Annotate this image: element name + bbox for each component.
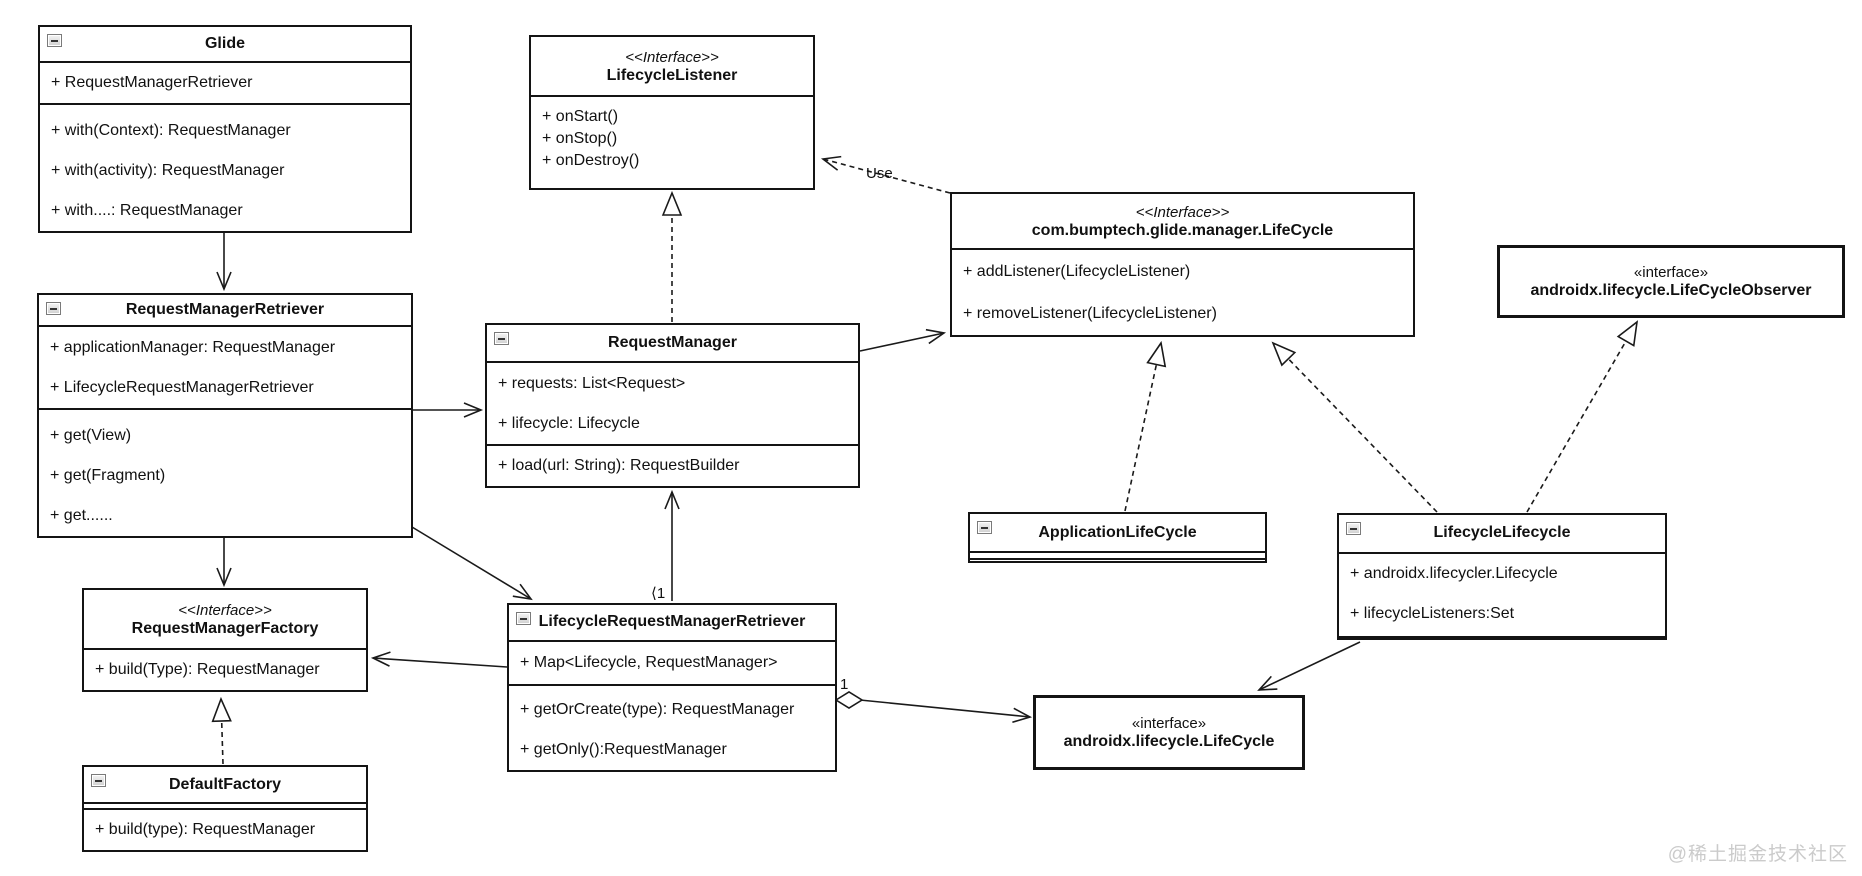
stereotype: «interface» — [1131, 715, 1207, 732]
use-label: Use — [866, 165, 893, 182]
edge-lifecycleretriever-to-factory — [370, 651, 508, 668]
edge-defaultfactory-realizes-factory — [221, 699, 223, 765]
method: + onDestroy() — [542, 152, 640, 169]
class-lifecyclerequestmanagerretriever[interactable]: LifecycleRequestManagerRetriever + Map<L… — [507, 603, 837, 772]
collapse-icon[interactable] — [977, 521, 992, 534]
collapse-icon[interactable] — [46, 302, 61, 315]
method: + get(Fragment) — [50, 467, 166, 484]
class-title: androidx.lifecycle.LifeCycle — [1063, 733, 1275, 750]
attribute: + lifecycleListeners:Set — [1350, 604, 1515, 622]
class-lifecyclelifecycle[interactable]: LifecycleLifecycle + androidx.lifecycler… — [1337, 513, 1667, 640]
edge-lifecyclelifecycle-realizes-observer — [1526, 322, 1637, 513]
method: + get(View) — [50, 427, 132, 444]
edge-lifecyclelifecycle-to-androidxlifecycle — [1257, 641, 1361, 691]
class-title: RequestManagerFactory — [131, 619, 319, 637]
interface-requestmanagerfactory[interactable]: <<Interface>> RequestManagerFactory + bu… — [82, 588, 368, 692]
method: + get...... — [50, 507, 113, 524]
collapse-icon[interactable] — [516, 612, 531, 625]
attribute: + LifecycleRequestManagerRetriever — [50, 379, 314, 396]
attribute: + applicationManager: RequestManager — [50, 339, 336, 356]
class-title: androidx.lifecycle.LifeCycleObserver — [1530, 282, 1812, 299]
class-requestmanagerretriever[interactable]: RequestManagerRetriever + applicationMan… — [37, 293, 413, 538]
attribute: + RequestManagerRetriever — [51, 73, 253, 91]
method: + onStop() — [542, 130, 618, 147]
interface-androidx-lifecycle[interactable]: «interface» androidx.lifecycle.LifeCycle — [1033, 695, 1305, 770]
class-requestmanager[interactable]: RequestManager + requests: List<Request>… — [485, 323, 860, 488]
method: + getOrCreate(type): RequestManager — [520, 701, 795, 718]
class-title: RequestManager — [608, 334, 737, 351]
edge-requestmanager-to-lifecycle — [859, 328, 947, 352]
method: + with(Context): RequestManager — [51, 122, 291, 139]
watermark: @稀土掘金技术社区 — [1667, 844, 1848, 865]
edge-applicationlifecycle-realizes-lifecycle — [1124, 343, 1161, 512]
method: + build(Type): RequestManager — [95, 661, 320, 678]
attribute: + Map<Lifecycle, RequestManager> — [520, 653, 778, 671]
class-title: Glide — [204, 34, 245, 52]
class-title: RequestManagerRetriever — [125, 301, 325, 318]
method: + removeListener(LifecycleListener) — [963, 305, 1217, 322]
method: + with....: RequestManager — [51, 202, 243, 219]
edge-use-dependency — [820, 155, 951, 194]
collapse-icon[interactable] — [1346, 522, 1361, 535]
edge-aggregation-androidxlifecycle — [859, 699, 1033, 724]
edge-retriever-to-lifecycleretriever — [411, 526, 533, 601]
multiplicity-one-top: ⟨1 — [651, 585, 665, 602]
attribute: + androidx.lifecycler.Lifecycle — [1350, 564, 1558, 582]
aggregation-diamond — [834, 691, 864, 709]
class-title: com.bumptech.glide.manager.LifeCycle — [1031, 221, 1334, 239]
method: + getOnly():RequestManager — [520, 741, 727, 758]
class-title: LifecycleLifecycle — [1433, 524, 1571, 542]
stereotype: «interface» — [1633, 264, 1709, 281]
interface-lifecycleobserver[interactable]: «interface» androidx.lifecycle.LifeCycle… — [1497, 245, 1845, 318]
class-applicationlifecycle[interactable]: ApplicationLifeCycle — [968, 512, 1267, 563]
stereotype: <<Interface>> — [625, 48, 719, 66]
collapse-icon[interactable] — [47, 34, 62, 47]
method: + load(url: String): RequestBuilder — [498, 457, 740, 474]
class-title: LifecycleRequestManagerRetriever — [538, 613, 806, 631]
multiplicity-one-right: 1 — [840, 676, 848, 693]
stereotype: <<Interface>> — [178, 601, 272, 619]
class-title: ApplicationLifeCycle — [1038, 523, 1197, 541]
method: + onStart() — [542, 108, 619, 125]
collapse-icon[interactable] — [91, 774, 106, 787]
attribute: + requests: List<Request> — [498, 375, 686, 392]
interface-lifecyclelistener[interactable]: <<Interface>> LifecycleListener + onStar… — [529, 35, 815, 190]
method: + build(type): RequestManager — [95, 821, 316, 838]
edge-lifecyclelifecycle-realizes-lifecycle — [1273, 343, 1438, 513]
method: + addListener(LifecycleListener) — [963, 263, 1191, 280]
interface-glide-lifecycle[interactable]: <<Interface>> com.bumptech.glide.manager… — [950, 192, 1415, 337]
method: + with(activity): RequestManager — [51, 162, 285, 179]
attribute: + lifecycle: Lifecycle — [498, 415, 640, 432]
class-title: DefaultFactory — [168, 775, 282, 793]
class-title: LifecycleListener — [606, 66, 738, 84]
class-defaultfactory[interactable]: DefaultFactory Glide + build(type): Requ… — [82, 765, 368, 852]
collapse-icon[interactable] — [494, 332, 509, 345]
class-glide[interactable]: Glide + RequestManagerRetriever + with(C… — [38, 25, 412, 233]
stereotype: <<Interface>> — [1135, 203, 1230, 221]
